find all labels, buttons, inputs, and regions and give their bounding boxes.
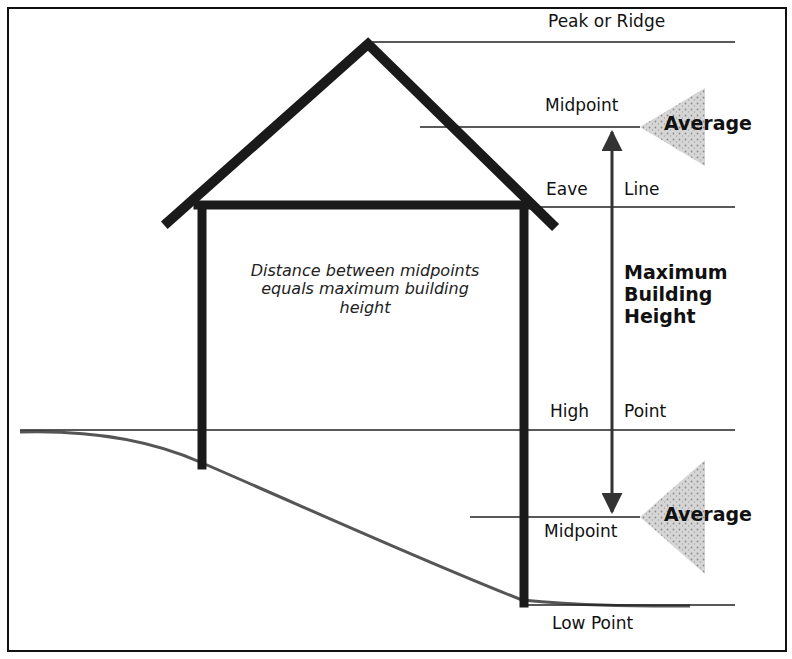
frame: [8, 8, 786, 651]
average-label: Average: [664, 113, 752, 135]
level-label: Midpoint: [545, 96, 619, 116]
level-label: Point: [624, 402, 666, 422]
level-label: Eave: [546, 180, 588, 200]
house: [168, 44, 552, 603]
note-text: Distance between midpoints equals maximu…: [240, 262, 490, 317]
level-label: Line: [624, 180, 659, 200]
height-arrow: [611, 132, 614, 512]
level-label: High: [550, 402, 589, 422]
level-label: Low Point: [552, 614, 633, 634]
level-label: Midpoint: [544, 522, 618, 542]
dimension-label: Maximum Building Height: [624, 262, 749, 328]
average-label: Average: [664, 504, 752, 526]
level-label: Peak or Ridge: [548, 12, 665, 32]
ground-line: [20, 432, 690, 606]
